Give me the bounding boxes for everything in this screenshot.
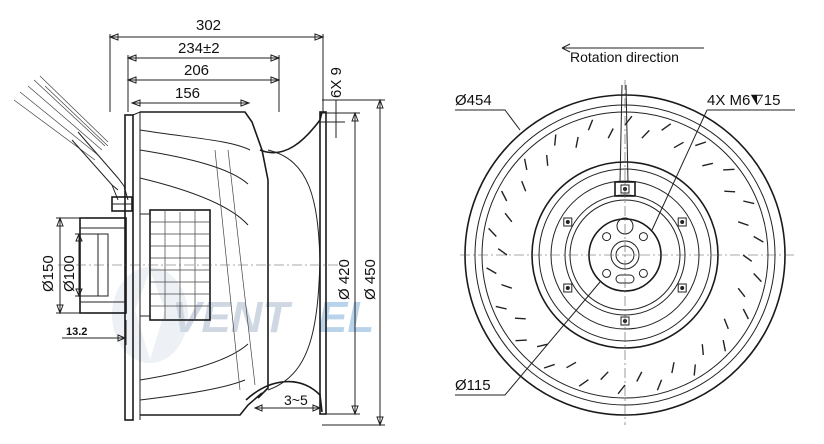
blade-slot bbox=[723, 168, 735, 171]
dim-d420: Ø 420 bbox=[336, 259, 353, 300]
blade-slot bbox=[673, 141, 684, 149]
blade-slot bbox=[514, 317, 526, 320]
mounting-hole bbox=[563, 217, 573, 227]
mounting-hole-center bbox=[565, 286, 570, 290]
mounting-hole bbox=[677, 217, 687, 227]
blade-slot bbox=[515, 339, 527, 342]
mounting-hole-center bbox=[565, 220, 570, 224]
dim-206: 206 bbox=[184, 62, 209, 79]
blade-slot bbox=[695, 141, 707, 147]
blade-slot bbox=[641, 129, 650, 139]
rotation-direction-arrow bbox=[561, 43, 704, 53]
dim-d450: Ø 450 bbox=[362, 259, 379, 300]
mounting-hole bbox=[677, 283, 687, 293]
mounting-hole-center bbox=[680, 220, 685, 224]
dim-13-2: 13.2 bbox=[66, 326, 87, 338]
dim-gap-3-5: 3~5 bbox=[284, 392, 308, 408]
mounting-plate bbox=[124, 111, 141, 421]
blade-slot bbox=[554, 134, 557, 146]
impeller-side bbox=[139, 111, 323, 416]
blade-slot bbox=[742, 308, 750, 320]
blade-slot bbox=[723, 318, 729, 330]
mounting-hole-center bbox=[680, 286, 685, 290]
blade-slot bbox=[566, 361, 577, 369]
blade-slot bbox=[624, 115, 633, 126]
blade-slot bbox=[587, 119, 594, 131]
blade-slot bbox=[501, 283, 513, 289]
blade-slot bbox=[543, 363, 555, 369]
dim-d100: Ø100 bbox=[61, 255, 78, 292]
dim-d454: Ø454 bbox=[455, 92, 492, 109]
blade-slot bbox=[521, 180, 527, 192]
blade-slot bbox=[536, 343, 548, 348]
blade-slot bbox=[753, 273, 762, 283]
blade-slot bbox=[607, 128, 614, 139]
blade-slot bbox=[724, 190, 736, 193]
dim-156: 156 bbox=[175, 85, 200, 102]
watermark-text-suffix: EL bbox=[318, 293, 374, 342]
blade-slot bbox=[753, 235, 764, 243]
m6-thread-hole bbox=[638, 232, 648, 242]
blade-slot bbox=[671, 362, 675, 374]
blade-slot bbox=[504, 212, 513, 223]
front-leaders bbox=[455, 109, 795, 396]
blade-slot bbox=[500, 190, 508, 202]
blade-slot bbox=[575, 136, 579, 148]
dim-6x9: 6X 9 bbox=[328, 67, 345, 98]
inlet-ring bbox=[319, 111, 327, 415]
blade-slot bbox=[617, 384, 626, 395]
m6-thread-hole bbox=[638, 268, 648, 278]
mounting-hole bbox=[563, 283, 573, 293]
blade-slot bbox=[743, 200, 755, 205]
blade-slot bbox=[701, 344, 704, 356]
cable-bundle bbox=[13, 75, 129, 201]
blade-slot bbox=[737, 221, 749, 227]
blade-slot bbox=[636, 371, 643, 382]
dim-d150: Ø150 bbox=[40, 255, 57, 292]
blade-slot bbox=[486, 267, 497, 275]
blade-slot bbox=[488, 227, 497, 237]
blade-slot bbox=[693, 364, 696, 376]
dimension-lines bbox=[56, 33, 385, 427]
blade-slot bbox=[495, 305, 507, 310]
front-view: Rotation direction bbox=[455, 43, 795, 425]
blade-slot bbox=[546, 154, 549, 166]
blade-slots bbox=[486, 115, 764, 395]
dim-234: 234±2 bbox=[178, 40, 220, 57]
blade-slot bbox=[578, 379, 589, 387]
blade-slot bbox=[702, 162, 714, 167]
m6-thread-hole bbox=[602, 268, 612, 278]
cable-gland bbox=[111, 196, 133, 212]
m6-thread-hole bbox=[602, 232, 612, 242]
blade-slot bbox=[497, 248, 508, 256]
blade-slot bbox=[523, 158, 528, 171]
dim-d115: Ø115 bbox=[455, 377, 491, 394]
side-view: 302 234±2 206 156 6X 9 Ø150 Ø100 Ø 420 Ø… bbox=[13, 17, 385, 427]
blade-slot bbox=[661, 123, 672, 131]
blade-slot bbox=[656, 379, 663, 391]
blade-slot bbox=[600, 371, 609, 381]
blade-slot bbox=[722, 339, 727, 352]
blade-slot bbox=[742, 254, 753, 262]
dim-302: 302 bbox=[196, 17, 221, 34]
blade-slot bbox=[737, 287, 746, 298]
rotation-direction-label: Rotation direction bbox=[570, 49, 679, 65]
dim-4x-m6: 4X M6⧨15 bbox=[707, 92, 780, 109]
